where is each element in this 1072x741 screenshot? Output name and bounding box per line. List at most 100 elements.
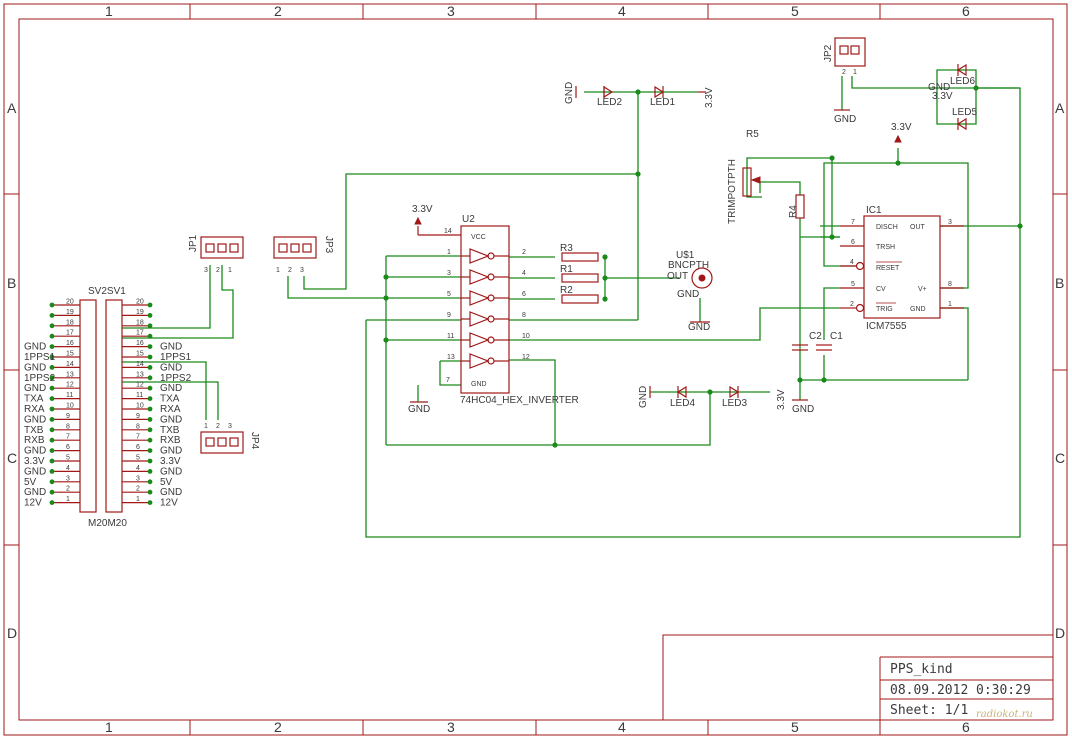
led6-label: LED6 [950,76,975,87]
ic1-label: IC1 [866,205,882,216]
sv-net-right: 1PPS1 [160,352,192,363]
sv-pin-left: 1 [66,496,70,503]
junctions [383,85,1023,448]
sv-pin-right: 7 [136,434,140,441]
ic1-pin8: 8 [948,281,952,288]
ic1-cv: CV [876,286,886,293]
col-label-2-bottom: 2 [274,719,282,735]
sv-net-right: 5V [160,477,173,488]
col-label-3: 3 [447,3,455,19]
title-sheet: Sheet: 1/1 [890,703,968,718]
u2-part: 74HC04_HEX_INVERTER [460,395,579,406]
gnd-jp2: GND [834,114,856,125]
title-date: 08.09.2012 [890,683,968,698]
u2-supplies: 3.3V GND [408,204,433,415]
sv-pin-right: 13 [136,371,144,378]
v33-led5: 3.3V [932,91,953,102]
r2-label: R2 [560,285,573,296]
u2-pin14: 14 [444,228,452,235]
ic1-disch: DISCH [876,224,898,231]
col-label-1-bottom: 1 [105,719,113,735]
jp4-label: JP4 [249,432,260,450]
sv-pin-right: 16 [136,340,144,347]
sv-net-right: RXA [160,404,181,415]
sv-pin-right: 9 [136,413,140,420]
c1-label: C1 [830,331,843,342]
jp3-pin2: 2 [288,267,292,274]
r4-label: R4 [788,205,799,218]
jp3-label: JP3 [323,236,334,254]
col-label-5: 5 [791,3,799,19]
sv-pin-right: 18 [136,319,144,326]
sv-net-right: GND [160,414,182,425]
sv-pin-right: 5 [136,455,140,462]
sv-pin-left: 2 [66,486,70,493]
sv-pin-right: 6 [136,444,140,451]
ic1-pin4: 4 [850,259,854,266]
ic1-trsh: TRSH [876,244,895,251]
led-group-mid: GND LED4 LED3 3.3V [638,386,787,410]
sv-pin-right: 8 [136,423,140,430]
u2-pin-in: 13 [447,354,455,361]
gnd-led4: GND [638,386,649,408]
sv-net-left: GND [24,342,46,353]
u2-pin-out: 12 [522,354,530,361]
sv-pin-right: 20 [136,299,144,306]
sv-pin-left: 15 [66,351,74,358]
col-label-5-bottom: 5 [791,719,799,735]
ic1-part: ICM7555 [866,321,907,332]
c2-label: C2 [809,331,822,342]
jp1-pin1: 1 [228,267,232,274]
sv-pin-left: 12 [66,382,74,389]
inverter-gate [469,353,490,369]
sv-pin-right: 14 [136,361,144,368]
inverter-gate [469,290,490,306]
sv-net-left: 12V [24,498,42,509]
watermark: radiokot.ru [976,709,1033,720]
ic1-vplus: V+ [918,286,927,293]
sv-pin-left: 14 [66,361,74,368]
jp4-pin1: 1 [204,423,208,430]
sv-net-right: GND [160,362,182,373]
bnc-ref: U$1 [676,250,695,261]
sv-pin-right: 10 [136,403,144,410]
row-label-b: B [7,275,16,291]
jp4-pin3: 3 [228,423,232,430]
ic1-pin3: 3 [948,219,952,226]
ic1-pin1: 1 [948,301,952,308]
inverter-gate [469,311,490,327]
sv2sv1-label: SV2SV1 [88,286,126,297]
col-label-2: 2 [274,3,282,19]
sv-net-right: TXB [160,425,180,436]
inverter-gate [469,269,490,285]
sv-pin-left: 3 [66,475,70,482]
jp2-pin1: 1 [853,69,857,76]
u2-gnd: GND [471,381,487,388]
led2-label: LED2 [597,97,622,108]
inverter-gate [469,248,490,264]
sv-pin-right: 19 [136,309,144,316]
sv-pin-right: 3 [136,475,140,482]
sv-net-left: 1PPS1 [24,352,56,363]
bnc-gnd: GND [677,289,699,300]
sv-net-right: GND [160,487,182,498]
ic1-gnd: GND [910,306,926,313]
trimpot-label: TRIMPOTPTH [727,159,738,224]
sv-pin-left: 18 [66,319,74,326]
jumper-jp1: JP1 3 2 1 [188,234,244,274]
row-label-d: D [7,625,17,641]
jp4-pin2: 2 [216,423,220,430]
sv-net-left: GND [24,383,46,394]
sv-net-right: GND [160,466,182,477]
sv-net-right: GND [160,342,182,353]
inverter-gate [469,332,490,348]
v33-ic1: 3.3V [891,122,912,133]
sv-net-left: GND [24,466,46,477]
col-label-6-bottom: 6 [962,719,970,735]
u2-pin7: 7 [446,377,450,384]
sv-net-left: GND [24,362,46,373]
ic1-reset: RESET [876,265,900,272]
sv-net-left: RXA [24,404,45,415]
